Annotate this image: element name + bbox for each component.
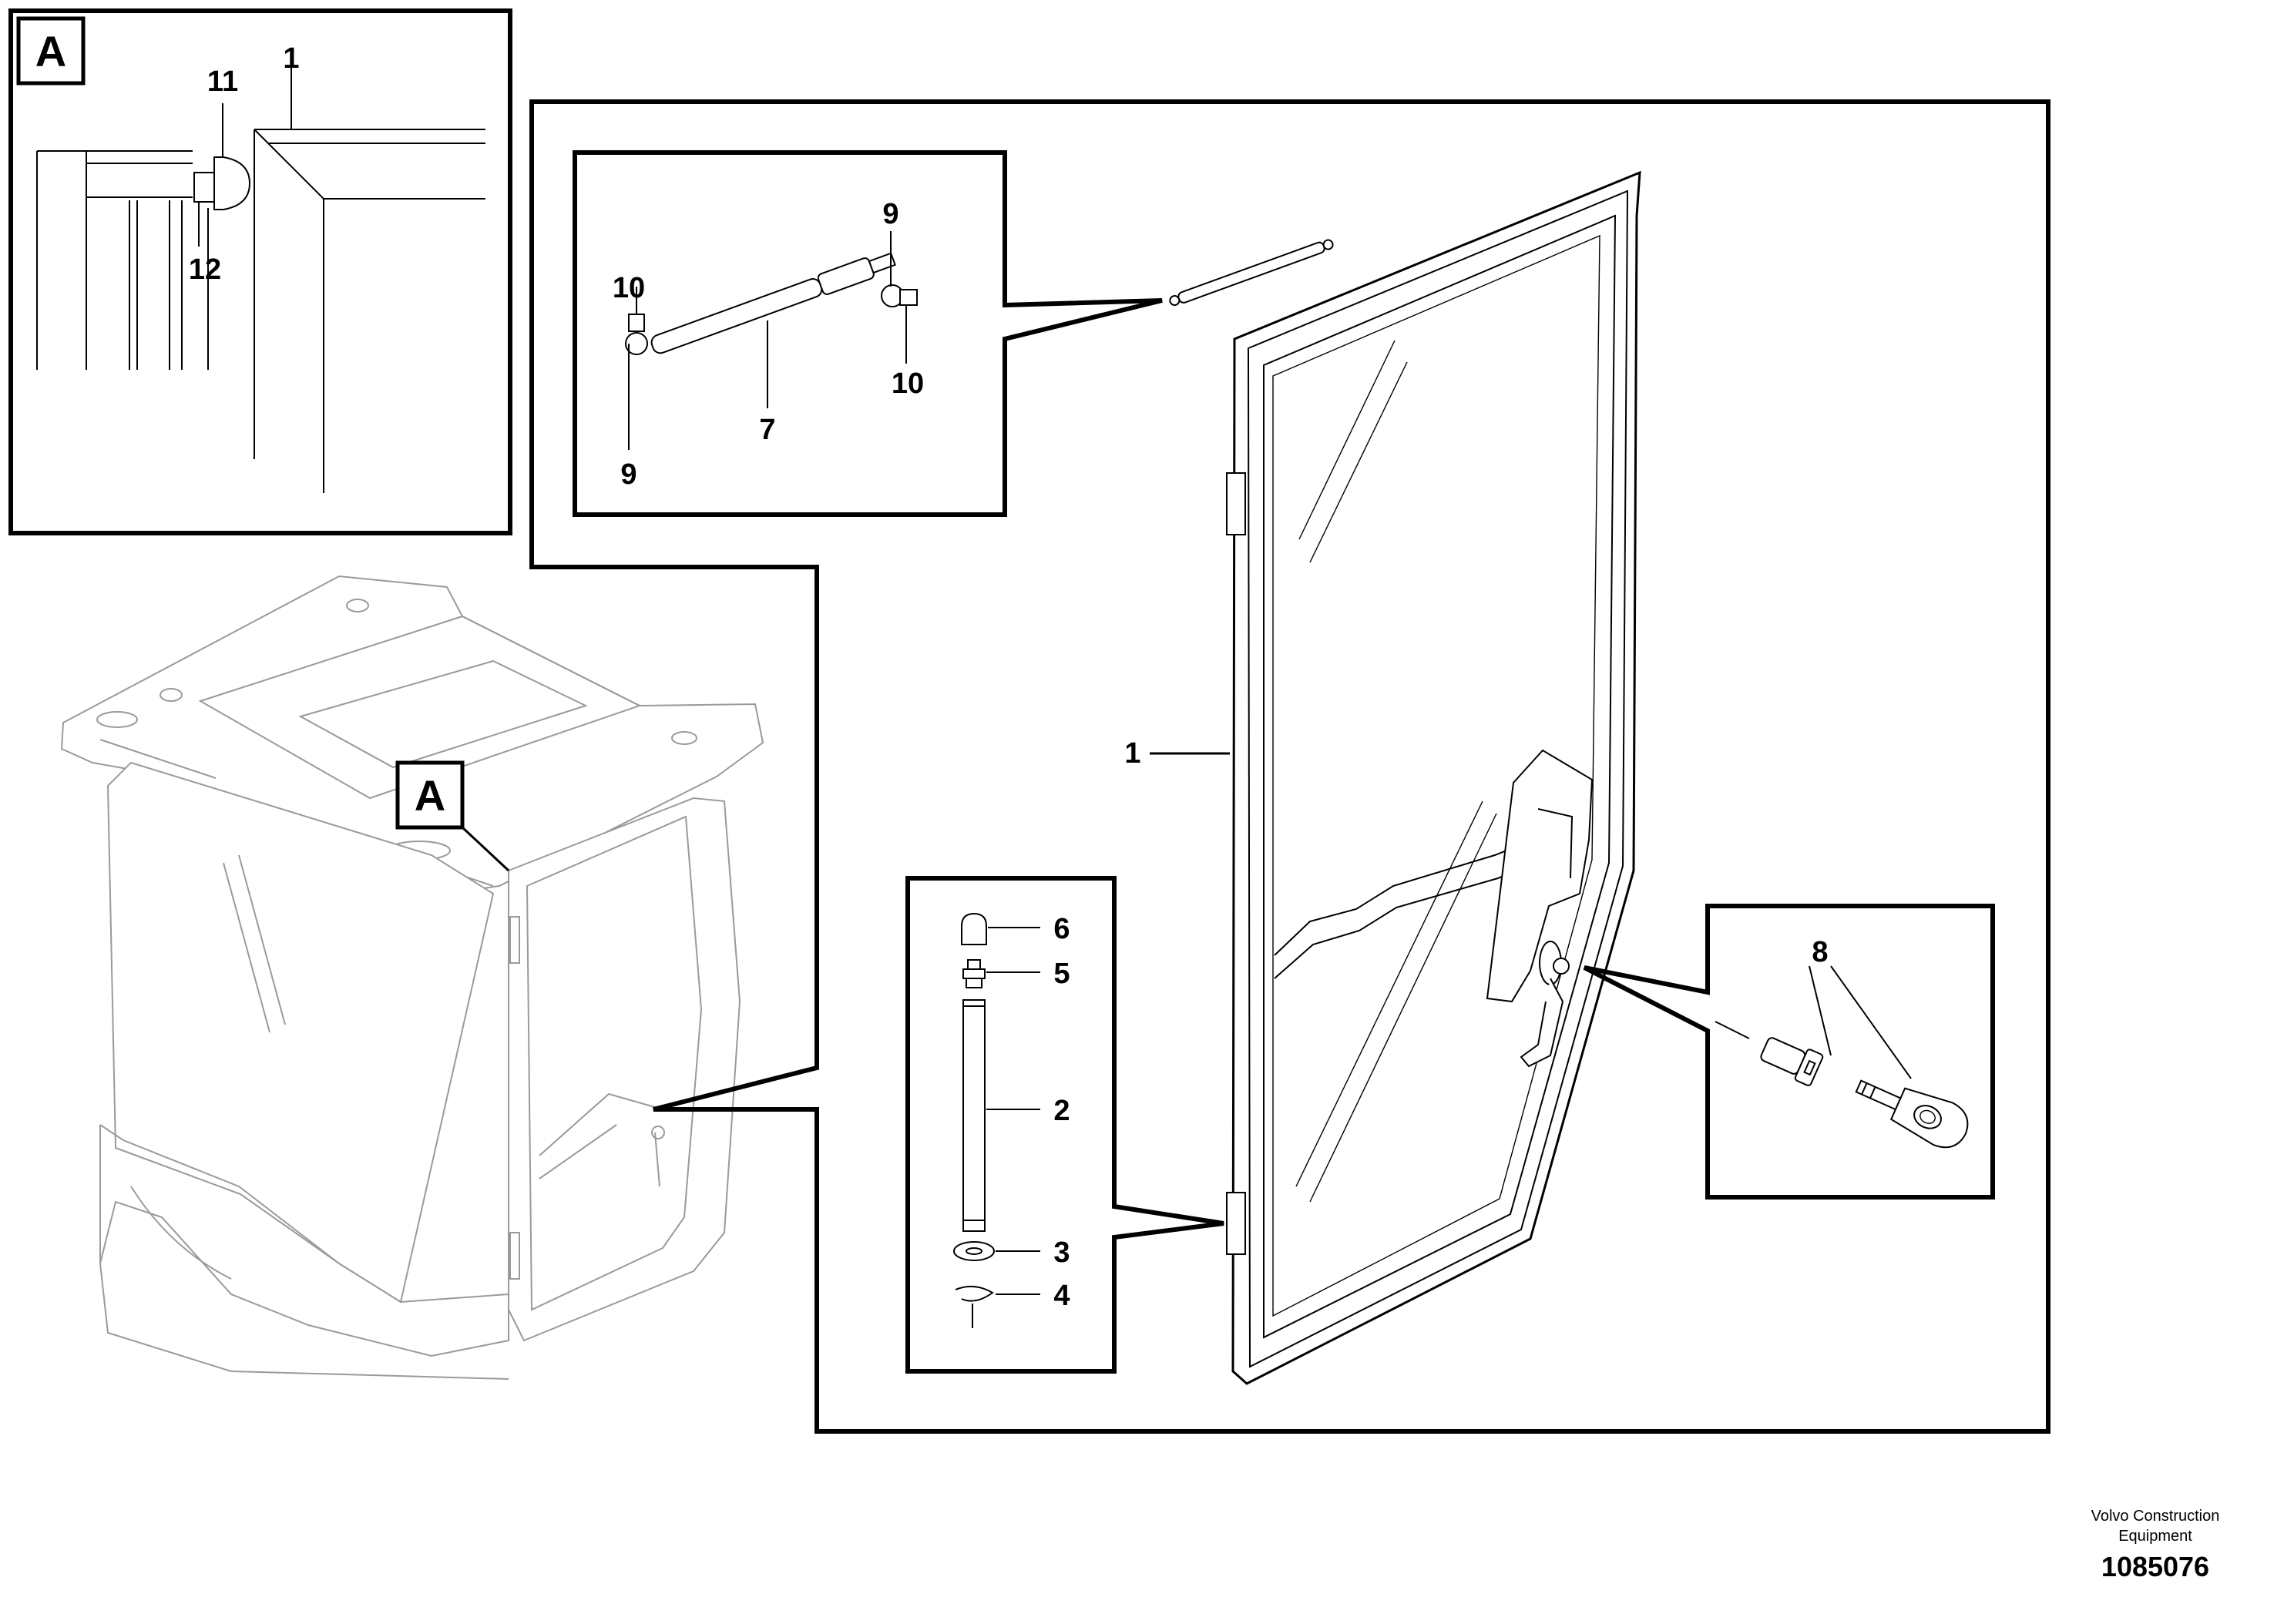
lock-key-detail: 8: [1583, 904, 1995, 1200]
callout-8: 8: [1812, 936, 1828, 968]
callout-1-main: 1: [1124, 737, 1140, 770]
detail-a-hinge-pin: [193, 103, 251, 247]
roof-lamp-left: [96, 711, 138, 728]
hinge-pin-detail: 6 5 2 3 4: [905, 876, 1224, 1374]
document-number: 1085076: [2101, 1551, 2209, 1582]
gas-strut: [650, 252, 896, 354]
callout-7: 7: [759, 414, 775, 446]
hinge-pin-detail-frame: [905, 876, 1224, 1374]
callout-11: 11: [207, 65, 238, 98]
callout-4: 4: [1053, 1280, 1070, 1312]
cab-side-door: [508, 797, 741, 1342]
roof-hatch: [298, 659, 588, 769]
callout-9-top: 9: [882, 198, 898, 230]
overview-a-tag-label: A: [415, 771, 445, 820]
door-handle: [1520, 941, 1570, 1068]
footer: Volvo Construction Equipment 1085076: [2091, 1508, 2220, 1582]
door-hinge-top: [1226, 472, 1246, 535]
hinge-pin: [962, 999, 1040, 1232]
cab-overview: [60, 575, 764, 1380]
grease-nipple: [962, 959, 1040, 988]
detail-a-door-corner: [254, 49, 485, 493]
callout-3: 3: [1053, 1236, 1070, 1269]
brand-line-2: Equipment: [2118, 1528, 2192, 1545]
washer: [953, 1241, 1040, 1261]
gas-strut-detail-frame: [573, 150, 1163, 517]
callout-1-detail: 1: [283, 42, 299, 75]
main-door-panel-frame: [529, 99, 2050, 1434]
cab-roof-panel: [198, 615, 642, 800]
callout-5: 5: [1053, 958, 1070, 990]
door-strut-small: [1169, 239, 1334, 307]
callout-9-bottom: 9: [620, 458, 636, 491]
ignition-key: [1855, 1079, 1969, 1149]
detail-a-frame: [8, 8, 512, 535]
cab-lower-body: [99, 1124, 509, 1380]
callout-12: 12: [189, 253, 221, 286]
overview-a-tag: A: [395, 760, 510, 872]
detail-a-tag-label: A: [35, 27, 66, 75]
detail-a-tag: [16, 16, 86, 86]
strut-ball-joint-left: [625, 287, 648, 450]
detail-a-frame-rails: [36, 150, 209, 370]
callout-6: 6: [1053, 913, 1070, 945]
brand-line-1: Volvo Construction: [2091, 1508, 2220, 1525]
callout-2: 2: [1053, 1095, 1070, 1127]
lock-key-detail-frame: [1583, 904, 1995, 1200]
door-lock-housing: [1486, 749, 1594, 1003]
callout-10-left: 10: [613, 272, 645, 304]
callout-10-right: 10: [892, 367, 924, 400]
gas-strut-detail: 10 9 10 7 9: [573, 150, 1163, 517]
door-hinge-bottom: [1226, 1192, 1246, 1255]
lock-cylinder: [1760, 1037, 1824, 1086]
lock-ring: [955, 1285, 1040, 1328]
strut-ball-joint-right: [767, 231, 918, 408]
pin-cap: [961, 912, 987, 945]
detail-a-panel: A 1: [8, 8, 512, 535]
cab-door: [1150, 170, 1641, 1385]
door-outer-frame: [1231, 170, 1641, 1385]
